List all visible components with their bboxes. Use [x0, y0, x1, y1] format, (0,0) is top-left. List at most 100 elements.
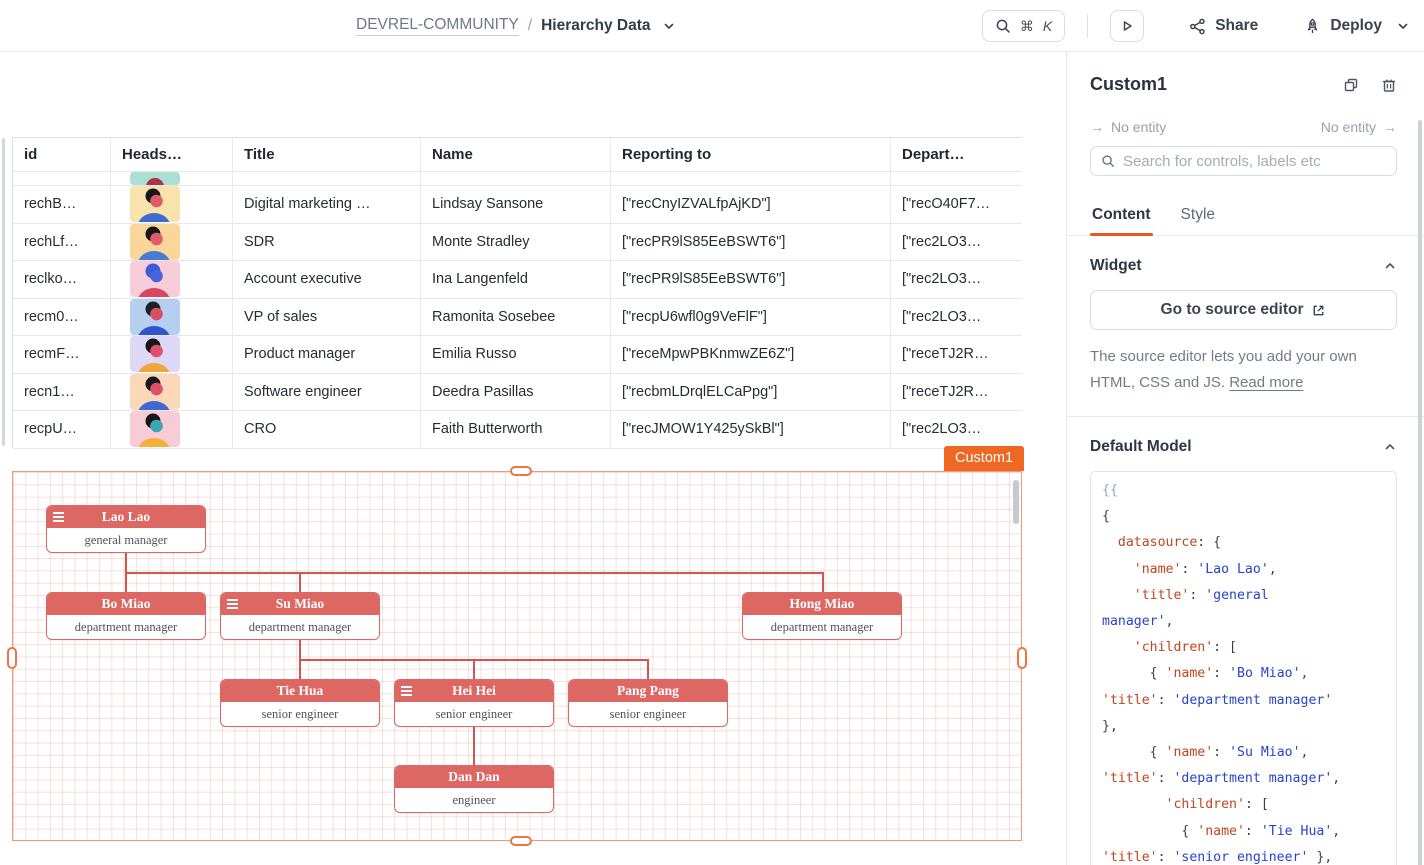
table-cell[interactable]: SDR [233, 223, 421, 260]
table-cell[interactable]: CRO [233, 411, 421, 448]
table-cell [421, 172, 611, 185]
resize-handle-right[interactable] [1017, 647, 1027, 669]
table-cell[interactable]: recn1… [13, 373, 111, 410]
breadcrumb: DEVREL-COMMUNITY / Hierarchy Data [356, 0, 676, 52]
table-cell[interactable]: Emilia Russo [421, 336, 611, 373]
column-header-reportingto[interactable]: Reporting to [611, 138, 891, 171]
go-to-source-editor-button[interactable]: Go to source editor [1090, 290, 1397, 330]
deploy-button[interactable]: Deploy [1304, 17, 1382, 35]
table-cell[interactable] [111, 186, 233, 223]
table-cell[interactable]: ["rec2LO3… [902, 421, 982, 438]
canvas-left-scrollbar[interactable] [2, 138, 5, 446]
copy-widget-icon[interactable] [1343, 77, 1359, 93]
widget-section-header[interactable]: Widget [1090, 257, 1397, 275]
orgchart-node-name: Hei Hei [395, 680, 553, 702]
omnibar-search-button[interactable]: ⌘K [981, 10, 1066, 42]
table-cell[interactable]: ["rec2LO3… [902, 308, 982, 325]
table-cell[interactable]: Ramonita Sosebee [421, 298, 611, 335]
default-model-code-editor[interactable]: {{{ datasource: { 'name': 'Lao Lao', 'ti… [1090, 471, 1397, 865]
share-button[interactable]: Share [1189, 17, 1258, 35]
table-cell[interactable]: Monte Stradley [421, 223, 611, 260]
resize-handle-bottom[interactable] [510, 836, 532, 846]
table-cell[interactable]: Lindsay Sansone [421, 186, 611, 223]
table-cell[interactable]: Software engineer [233, 373, 421, 410]
table-cell[interactable]: VP of sales [233, 298, 421, 335]
table-cell[interactable]: ["recCnyIZVALfpAjKD"] [611, 186, 891, 223]
table-cell[interactable] [111, 261, 233, 298]
node-menu-icon[interactable] [227, 599, 238, 609]
table-cell[interactable]: Deedra Pasillas [421, 373, 611, 410]
table-cell[interactable] [111, 223, 233, 260]
table-cell[interactable]: rechB… [13, 186, 111, 223]
table-cell[interactable]: ["receMpwPBKnmwZE6Z"] [611, 336, 891, 373]
resize-handle-top[interactable] [510, 466, 532, 476]
delete-widget-icon[interactable] [1381, 77, 1397, 93]
table-cell[interactable] [111, 298, 233, 335]
table-cell[interactable]: ["rec2LO3… [902, 271, 982, 288]
widget-scrollbar[interactable] [1013, 480, 1019, 524]
deploy-menu-chevron-icon[interactable] [1396, 19, 1410, 33]
run-button[interactable] [1110, 10, 1145, 42]
breadcrumb-page-name[interactable]: Hierarchy Data [541, 17, 651, 34]
tab-style[interactable]: Style [1180, 206, 1216, 223]
table-cell[interactable]: reclko… [13, 261, 111, 298]
breadcrumb-app-name[interactable]: DEVREL-COMMUNITY [356, 16, 519, 36]
table-cell[interactable]: Digital marketing … [233, 186, 421, 223]
table-cell[interactable]: ["recbmLDrqlELCaPpg"] [611, 373, 891, 410]
table-cell[interactable]: ["recPR9lS85EeBSWT6"] [611, 223, 891, 260]
table-cell[interactable]: ["recPR9lS85EeBSWT6"] [611, 261, 891, 298]
default-model-section-title: Default Model [1090, 438, 1192, 455]
table-cell[interactable]: rechLf… [13, 223, 111, 260]
tab-content[interactable]: Content [1090, 198, 1153, 236]
property-search-input[interactable] [1123, 152, 1386, 170]
table-cell[interactable]: ["receTJ2R… [902, 346, 989, 363]
table-cell[interactable] [111, 373, 233, 410]
table-cell[interactable]: ["recO40F7… [902, 196, 991, 213]
column-header-id[interactable]: id [13, 138, 111, 171]
table-cell[interactable]: Faith Butterworth [421, 411, 611, 448]
node-menu-icon[interactable] [401, 686, 412, 696]
table-row[interactable]: rechB… Digital marketing …Lindsay Sansone… [13, 186, 1022, 224]
column-header-title[interactable]: Title [233, 138, 421, 171]
table-cell[interactable]: recmF… [13, 336, 111, 373]
table-cell[interactable]: ["recJMOW1Y425ySkBl"] [611, 411, 891, 448]
table-cell[interactable]: ["receTJ2R… [902, 383, 989, 400]
column-header-depart[interactable]: Depart… [902, 146, 965, 163]
column-header-heads[interactable]: Heads… [111, 138, 233, 171]
table-cell[interactable]: Account executive [233, 261, 421, 298]
table-cell[interactable]: recm0… [13, 298, 111, 335]
read-more-link[interactable]: Read more [1229, 374, 1304, 391]
page-switcher-chevron-icon[interactable] [662, 19, 676, 33]
table-cell[interactable] [111, 336, 233, 373]
table-cell[interactable]: ["recpU6wfl0g9VeFlF"] [611, 298, 891, 335]
default-model-section-header[interactable]: Default Model [1090, 438, 1397, 456]
resize-handle-left[interactable] [7, 647, 17, 669]
table-cell[interactable] [111, 411, 233, 448]
table-cell[interactable]: Product manager [233, 336, 421, 373]
table-partial-row[interactable] [13, 172, 1022, 186]
column-header-name[interactable]: Name [421, 138, 611, 171]
next-entity-link[interactable]: No entity→ [1320, 119, 1397, 135]
property-pane-scrollbar[interactable] [1418, 120, 1422, 865]
table-cell[interactable]: ["rec2LO3… [902, 233, 982, 250]
table-cell[interactable]: Ina Langenfeld [421, 261, 611, 298]
node-menu-icon[interactable] [53, 512, 64, 522]
table-cell[interactable]: recpU… [13, 411, 111, 448]
prev-entity-link[interactable]: →No entity [1090, 119, 1167, 135]
